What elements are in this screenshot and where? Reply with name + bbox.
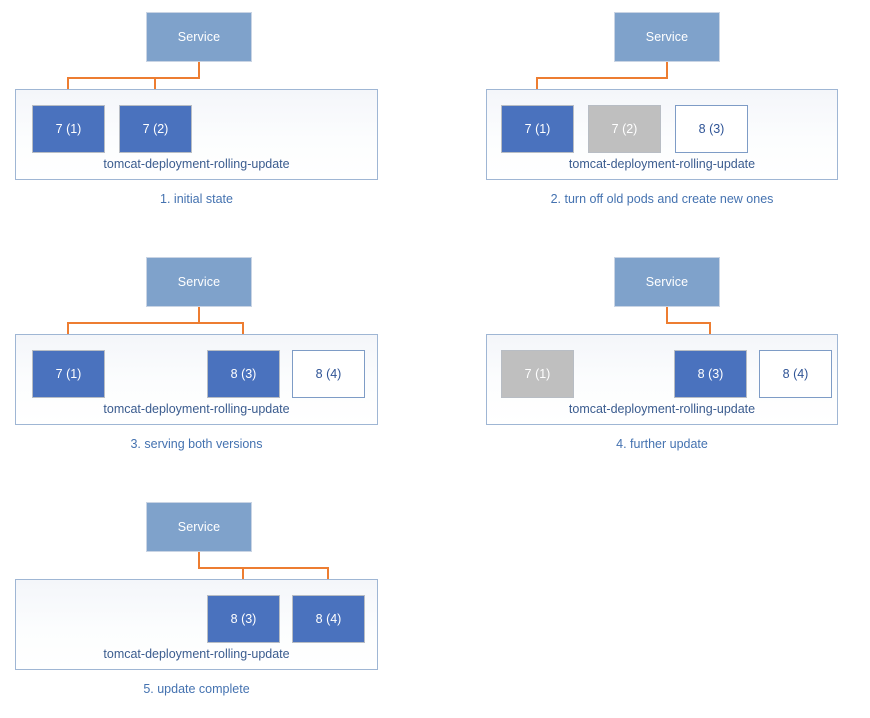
- pod-8-3[interactable]: 8 (3): [207, 350, 280, 398]
- deployment-label: tomcat-deployment-rolling-update: [568, 402, 756, 416]
- service-label: Service: [645, 275, 689, 289]
- pod-7-1[interactable]: 7 (1): [501, 105, 574, 153]
- pod-label: 8 (4): [315, 367, 342, 381]
- pod-label: 8 (3): [230, 367, 257, 381]
- service-label: Service: [645, 30, 689, 44]
- pod-label: 8 (3): [230, 612, 257, 626]
- pod-label: 8 (3): [697, 367, 724, 381]
- service-box[interactable]: Service: [614, 257, 720, 307]
- pod-label: 7 (2): [142, 122, 169, 136]
- pod-label: 7 (1): [524, 367, 551, 381]
- deployment-label: tomcat-deployment-rolling-update: [103, 157, 290, 171]
- deployment-label: tomcat-deployment-rolling-update: [103, 647, 290, 661]
- pod-label: 8 (3): [698, 122, 725, 136]
- pod-7-2[interactable]: 7 (2): [588, 105, 661, 153]
- service-label: Service: [177, 30, 221, 44]
- deployment-label: tomcat-deployment-rolling-update: [568, 157, 756, 171]
- pod-8-4[interactable]: 8 (4): [759, 350, 832, 398]
- pod-7-1[interactable]: 7 (1): [32, 105, 105, 153]
- pod-8-3[interactable]: 8 (3): [674, 350, 747, 398]
- deployment-label: tomcat-deployment-rolling-update: [103, 402, 290, 416]
- service-label: Service: [177, 275, 221, 289]
- service-box[interactable]: Service: [146, 502, 252, 552]
- deployment-box[interactable]: tomcat-deployment-rolling-update: [15, 89, 378, 180]
- pod-label: 8 (4): [782, 367, 809, 381]
- panel-caption: 3. serving both versions: [130, 437, 263, 451]
- panel-caption: 4. further update: [616, 437, 708, 451]
- service-label: Service: [177, 520, 221, 534]
- pod-8-3[interactable]: 8 (3): [207, 595, 280, 643]
- pod-7-2[interactable]: 7 (2): [119, 105, 192, 153]
- service-box[interactable]: Service: [614, 12, 720, 62]
- panel-caption: 1. initial state: [160, 192, 233, 206]
- panel-caption: 5. update complete: [143, 682, 250, 696]
- pod-label: 7 (1): [55, 367, 82, 381]
- panel-caption: 2. turn off old pods and create new ones: [550, 192, 774, 206]
- pod-8-3[interactable]: 8 (3): [675, 105, 748, 153]
- pod-label: 8 (4): [315, 612, 342, 626]
- pod-8-4[interactable]: 8 (4): [292, 595, 365, 643]
- pod-label: 7 (1): [55, 122, 82, 136]
- pod-7-1[interactable]: 7 (1): [32, 350, 105, 398]
- service-box[interactable]: Service: [146, 12, 252, 62]
- service-box[interactable]: Service: [146, 257, 252, 307]
- pod-label: 7 (1): [524, 122, 551, 136]
- pod-7-1[interactable]: 7 (1): [501, 350, 574, 398]
- pod-8-4[interactable]: 8 (4): [292, 350, 365, 398]
- pod-label: 7 (2): [611, 122, 638, 136]
